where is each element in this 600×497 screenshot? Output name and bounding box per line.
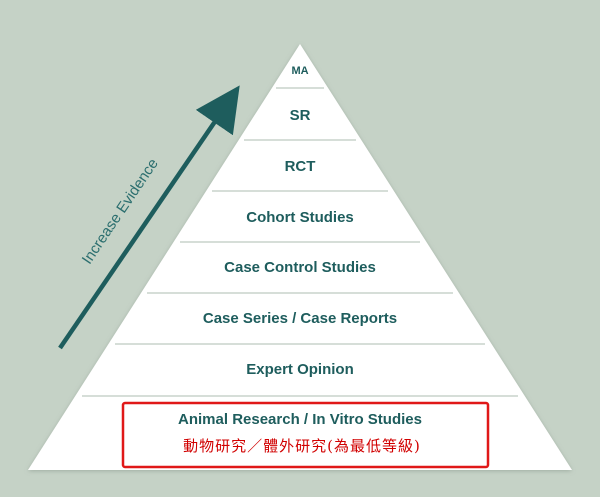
tier-label-cohort: Cohort Studies [246,209,354,226]
highlight-box [121,401,490,469]
tier-label-case-series: Case Series / Case Reports [203,310,397,327]
tier-dividers [82,87,518,397]
tier-label-animal-research: Animal Research / In Vitro Studies [178,411,422,428]
tier-label-sr: SR [290,107,311,124]
tier-labels: MA SR RCT Cohort Studies Case Control St… [178,65,422,428]
tier-label-ma: MA [291,65,308,77]
pyramid-body [28,44,572,470]
increase-evidence-label: Increase Evidence [79,156,162,268]
tier-label-case-control: Case Control Studies [224,259,376,276]
tier-label-rct: RCT [285,158,316,175]
increase-evidence-arrow [58,85,240,350]
tier-label-expert-opinion: Expert Opinion [246,361,354,378]
highlight-note: 動物研究／體外研究(為最低等級) [183,437,421,455]
